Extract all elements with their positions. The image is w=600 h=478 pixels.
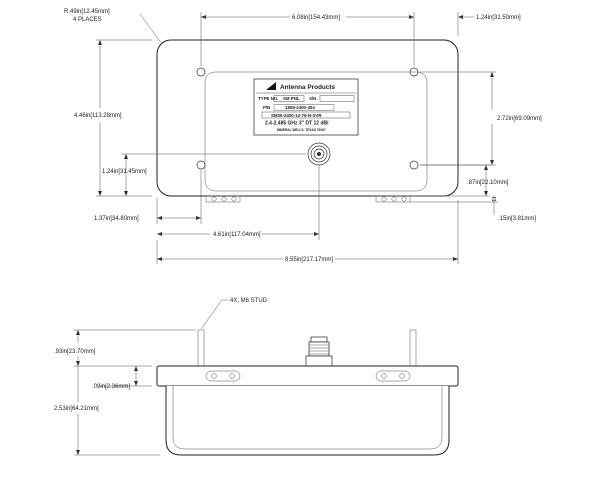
type-no-label: TYPE NO. bbox=[258, 96, 279, 101]
stud-group-right bbox=[375, 195, 411, 203]
dim-overall-width: 8.55in[217.17mm] bbox=[285, 257, 333, 263]
brand-logo-icon bbox=[266, 82, 276, 90]
note-stud: 4X, M6 STUD bbox=[230, 298, 268, 304]
dim-stud-offset: .15in[3.81mm] bbox=[498, 216, 536, 222]
side-view: 4X, M6 STUD .93in[23.70mm] .09in[2.36mm]… bbox=[54, 298, 459, 456]
dim-left-offset: 1.37in[34.80mm] bbox=[94, 216, 139, 222]
dim-hole-spacing-x: 6.08in[154.43mm] bbox=[292, 15, 340, 21]
mount-hole-bottom-right bbox=[409, 160, 419, 170]
dim-connector-height: 1.24in[31.45mm] bbox=[102, 169, 147, 175]
pn-label: P/N bbox=[263, 105, 270, 110]
stud-left bbox=[197, 329, 205, 367]
top-view: Antenna Products TYPE NO. SM PNL S/N P/N… bbox=[64, 9, 542, 264]
inner-panel bbox=[204, 71, 428, 192]
dim-overall-height: 4.46in[113.28mm] bbox=[74, 113, 122, 119]
sn-label: S/N bbox=[309, 96, 316, 101]
address: MINERAL WELLS, TEXAS 76067 bbox=[277, 128, 326, 132]
mount-hole-top-left bbox=[196, 67, 206, 77]
dim-depth: 2.53in[64.21mm] bbox=[54, 406, 99, 412]
stud-right bbox=[409, 329, 417, 367]
mount-hole-bottom-left bbox=[196, 160, 206, 170]
dim-corner-radius: R.49in[12.45mm] bbox=[64, 9, 110, 15]
type-no-value: SM PNL bbox=[283, 96, 300, 101]
radome-body bbox=[165, 386, 450, 456]
slot-right bbox=[375, 370, 411, 382]
dim-flange: .09in[2.36mm] bbox=[92, 384, 130, 390]
dim-connector-x: 4.61in[117.04mm] bbox=[213, 232, 261, 238]
dim-lower-hole-height: .87in[22.10mm] bbox=[467, 180, 509, 186]
flange bbox=[156, 365, 459, 387]
n-connector-side bbox=[305, 336, 333, 367]
nameplate: Antenna Products TYPE NO. SM PNL S/N P/N… bbox=[253, 78, 359, 136]
n-connector-top bbox=[307, 142, 331, 166]
dim-right-offset: 1.24in[31.50mm] bbox=[476, 15, 521, 21]
slot-left bbox=[205, 370, 241, 382]
stud-group-left bbox=[205, 195, 241, 203]
pn-value: 1808-2400-404 bbox=[285, 105, 315, 110]
model-number: SM25-2400-12-75-N-SVR bbox=[271, 113, 322, 118]
dim-stud-height: .93in[23.70mm] bbox=[54, 349, 96, 355]
dim-hole-spacing-y: 2.72in[69.09mm] bbox=[497, 116, 542, 122]
brand-name: Antenna Products bbox=[280, 84, 335, 91]
mount-hole-top-right bbox=[409, 67, 419, 77]
dim-corner-places: 4 PLACES bbox=[73, 17, 102, 23]
frequency-spec: 2.4-2.485 GHz 3" DT 12 dBi bbox=[265, 121, 329, 127]
